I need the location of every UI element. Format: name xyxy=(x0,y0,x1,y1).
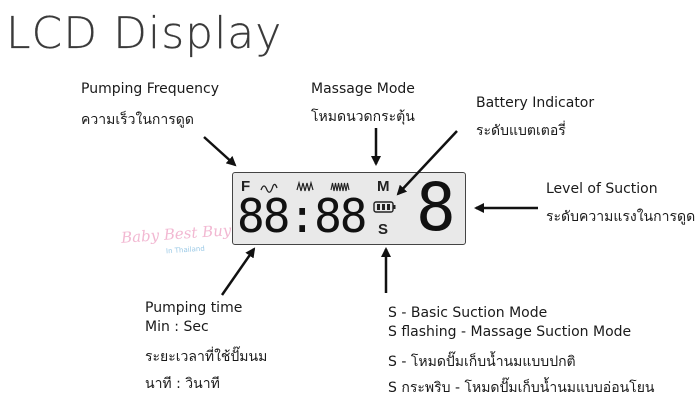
battery-indicator-label: Battery Indicator xyxy=(476,95,595,111)
lcd-level-digit: 8 xyxy=(416,169,456,246)
battery-icon xyxy=(373,201,396,213)
suction-mode-basic: S - Basic Suction Mode xyxy=(388,305,548,321)
lcd-frequency-f: F xyxy=(241,178,251,195)
pumping-frequency-label: Pumping Frequency xyxy=(81,81,220,97)
lcd-massage-m: M xyxy=(377,178,390,195)
pumping-time-label: Pumping time xyxy=(145,300,243,316)
level-of-suction-label: Level of Suction xyxy=(546,181,658,197)
arrow-pumping-time xyxy=(220,247,256,296)
suction-mode-flashing-thai: S กระพริบ - โหมดปั๊มเก็บน้ำนมแบบอ่อนโยน xyxy=(388,380,655,396)
arrow-pumping-frequency xyxy=(203,136,237,167)
pumping-time-thai: ระยะเวลาที่ใช้ปั๊มนม xyxy=(145,349,268,365)
lcd-suction-s: S xyxy=(378,221,389,238)
level-of-suction-thai: ระดับความแรงในการดูด xyxy=(546,209,696,225)
lcd-panel: F 88:88 M S 8 xyxy=(232,172,466,245)
lcd-time-digits: 88:88 xyxy=(237,189,367,243)
suction-mode-flashing: S flashing - Massage Suction Mode xyxy=(388,324,632,340)
page-title: LCD Display xyxy=(6,8,283,59)
suction-mode-basic-thai: S - โหมดปั๊มเก็บน้ำนมแบบปกติ xyxy=(388,354,576,370)
massage-mode-thai: โหมดนวดกระตุ้น xyxy=(311,109,415,125)
frequency-waves-icon xyxy=(260,180,350,193)
pumping-time-sub: Min : Sec xyxy=(145,319,209,335)
battery-indicator-thai: ระดับแบตเตอรี่ xyxy=(476,123,566,139)
pumping-frequency-thai: ความเร็วในการดูด xyxy=(81,112,194,128)
pumping-time-thai-sub: นาที : วินาที xyxy=(145,376,220,392)
massage-mode-label: Massage Mode xyxy=(311,81,415,97)
arrow-battery-indicator xyxy=(396,130,458,196)
